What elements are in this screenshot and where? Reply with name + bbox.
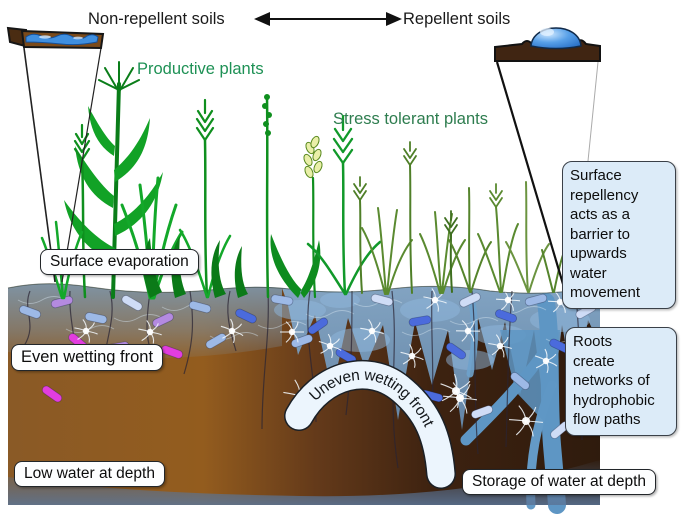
repellent-soils-label: Repellent soils	[403, 10, 511, 28]
comparison-arrow-icon	[254, 12, 402, 26]
stress-tolerant-plants-illustration	[353, 141, 565, 295]
roots-network-callout: Roots create networks of hydrophobic flo…	[565, 327, 677, 436]
productive-plants-label: Productive plants	[137, 60, 264, 78]
repellent-core-inset	[494, 27, 601, 285]
surface-evaporation-label: Surface evaporation	[40, 249, 199, 275]
stress-tolerant-plants-label: Stress tolerant plants	[333, 110, 488, 128]
even-wetting-front-label: Even wetting front	[11, 344, 164, 371]
storage-of-water-at-depth-label: Storage of water at depth	[462, 469, 657, 495]
water-droplet-icon	[530, 27, 582, 50]
non-repellent-core-inset	[6, 26, 105, 283]
surface-repellency-callout: Surface repellency acts as a barrier to …	[562, 161, 676, 309]
low-water-at-depth-label: Low water at depth	[14, 461, 165, 487]
fungal-hyphae	[74, 288, 573, 437]
deep-water-storage-layer	[8, 460, 600, 505]
non-repellent-soils-label: Non-repellent soils	[88, 10, 225, 28]
uneven-wetting-front-layer	[282, 286, 600, 440]
